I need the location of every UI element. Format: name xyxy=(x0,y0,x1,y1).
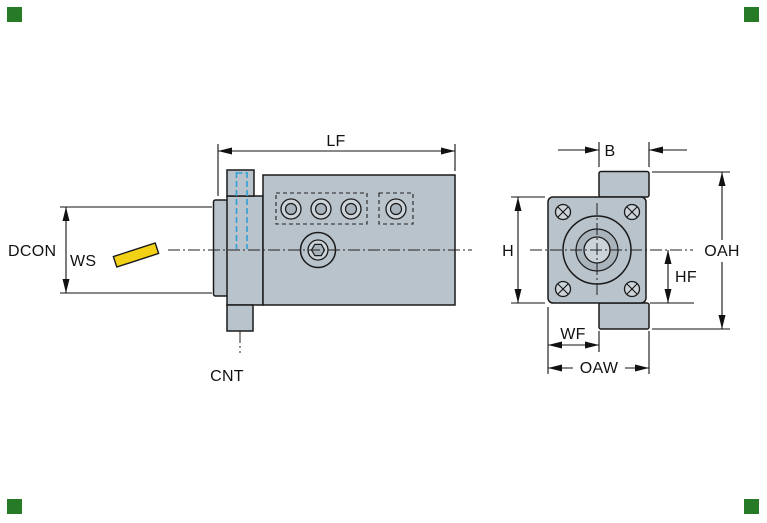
screw-top-left xyxy=(554,203,572,221)
corner-marker-bottom-right xyxy=(744,499,759,514)
label-dcon: DCON xyxy=(8,243,56,260)
cutting-insert xyxy=(112,242,160,268)
dim-h: H xyxy=(502,196,545,304)
dim-oah: OAH xyxy=(652,171,740,330)
corner-marker-top-right xyxy=(744,7,759,22)
label-hf: HF xyxy=(675,269,697,286)
dim-lf: LF xyxy=(217,133,456,196)
label-cnt: CNT xyxy=(210,368,244,385)
label-oah: OAH xyxy=(704,243,740,260)
label-ws: WS xyxy=(70,253,96,270)
coupling-face-plate xyxy=(212,199,229,297)
screw-region-outline-2 xyxy=(378,192,414,225)
bottom-tab-side xyxy=(226,304,254,332)
clamp-screws-side xyxy=(280,198,407,220)
dim-b: B xyxy=(558,142,687,167)
screw-bottom-left xyxy=(554,280,572,298)
bottom-tab-front xyxy=(598,302,650,330)
label-wf: WF xyxy=(560,326,585,343)
screw-top-right xyxy=(623,203,641,221)
front-view: B H OAH HF xyxy=(502,142,740,377)
dim-hf: HF xyxy=(650,250,697,304)
top-tab-front xyxy=(598,170,650,198)
ws-annotation: WS xyxy=(70,242,160,270)
screw-region-outline xyxy=(275,192,368,225)
screw-bottom-right xyxy=(623,280,641,298)
corner-marker-bottom-left xyxy=(7,499,22,514)
dim-dcon: DCON xyxy=(8,206,212,294)
label-lf: LF xyxy=(326,133,345,150)
main-body xyxy=(262,174,456,306)
top-tab-side xyxy=(226,169,255,197)
dim-oaw: OAW xyxy=(548,331,650,377)
dim-wf: WF xyxy=(547,307,600,374)
label-b: B xyxy=(605,143,616,160)
corner-marker-top-left xyxy=(7,7,22,22)
label-oaw: OAW xyxy=(580,360,619,377)
hidden-slot-lines xyxy=(235,172,248,249)
label-h: H xyxy=(502,243,514,260)
side-view: LF DCON WS CNT xyxy=(8,133,472,385)
corner-screws xyxy=(554,203,641,298)
